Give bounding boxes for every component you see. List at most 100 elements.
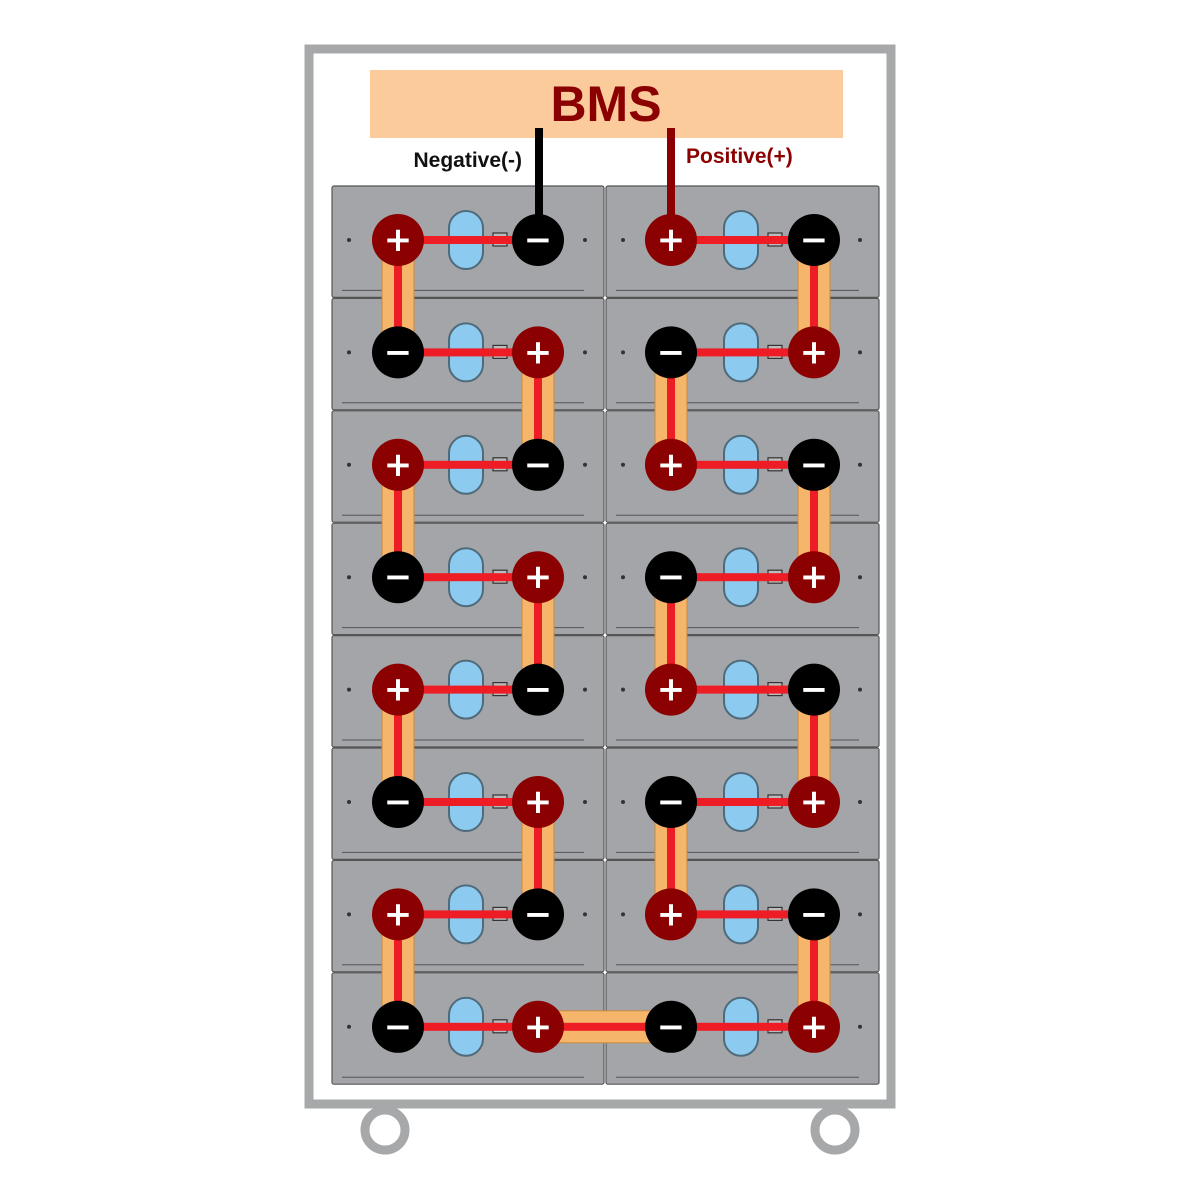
plus-icon: + [800, 1007, 829, 1047]
bms-box [370, 70, 843, 138]
terminal-post [645, 1000, 697, 1053]
minus-icon: − [800, 670, 829, 710]
cell-dot [621, 800, 625, 804]
busbar-wire [810, 914, 818, 1027]
cell-wire [671, 460, 814, 469]
terminal-post [788, 326, 840, 379]
cell-wire [671, 348, 814, 357]
minus-icon: − [657, 782, 686, 822]
busbar-wire [534, 352, 542, 465]
cell-wire [398, 798, 538, 806]
positive-terminal: + [645, 214, 697, 266]
minus-icon: − [384, 782, 413, 822]
cell-dot [347, 462, 351, 467]
positive-label: Positive(+) [686, 145, 793, 168]
cell-dot [621, 912, 625, 917]
plus-icon: + [524, 1007, 553, 1047]
terminal-post [788, 214, 840, 266]
negative-terminal: − [512, 438, 564, 491]
positive-terminal: + [645, 888, 697, 941]
negative-terminal: − [512, 214, 564, 266]
positive-terminal: + [512, 1000, 564, 1053]
cell-dot [583, 800, 587, 804]
plus-icon: + [657, 670, 686, 710]
negative-terminal: − [788, 663, 840, 716]
terminal-post [645, 888, 697, 941]
wheels [360, 1105, 860, 1155]
cell-wire [671, 685, 814, 694]
positive-terminal: + [645, 438, 697, 491]
terminal-post [512, 326, 564, 379]
busbar-wire [667, 802, 675, 915]
cell-dot [347, 238, 351, 242]
minus-icon: − [800, 445, 829, 485]
cell-wire [671, 573, 814, 582]
cell-wire [398, 1022, 538, 1031]
cell-dot [858, 238, 862, 242]
cell-wire [398, 685, 538, 694]
busbar-wire [534, 577, 542, 690]
plus-icon: + [800, 557, 829, 597]
terminal-post [645, 663, 697, 716]
terminal-post [788, 438, 840, 491]
cell-dot [858, 462, 862, 467]
positive-terminal: + [788, 1000, 840, 1053]
plus-icon: + [384, 894, 413, 934]
negative-terminal: − [645, 326, 697, 379]
cell-dot [858, 912, 862, 917]
cell-dot [347, 350, 351, 355]
cell-dot [583, 238, 587, 242]
terminal-post [645, 326, 697, 379]
cell-wire [671, 1022, 814, 1031]
busbar-wire [667, 577, 675, 690]
terminal-post [788, 776, 840, 828]
busbar-wire [394, 464, 402, 578]
cell-dot [347, 1024, 351, 1029]
cell-wire [398, 460, 538, 469]
busbar-wire [810, 240, 818, 353]
cell-dot [621, 687, 625, 692]
positive-terminal: + [645, 663, 697, 716]
cell-dot [621, 575, 625, 580]
terminal-post [788, 551, 840, 604]
plus-icon: + [657, 445, 686, 485]
positive-terminal: + [788, 776, 840, 828]
terminal-post [788, 663, 840, 716]
wheel-right [810, 1105, 860, 1155]
cell-dot [583, 575, 587, 580]
cell-wire [671, 910, 814, 919]
busbar-wire [394, 914, 402, 1027]
cell-wire [671, 798, 814, 806]
plus-icon: + [524, 782, 553, 822]
cell-dot [583, 462, 587, 467]
positive-terminal: + [372, 214, 424, 266]
cell-dot [621, 462, 625, 467]
terminal-post [788, 1000, 840, 1053]
negative-terminal: − [512, 888, 564, 941]
terminal-post [372, 551, 424, 604]
terminals: +−+−−+−++−+−−+−++−+−−+−++−+−−+−+ [372, 214, 840, 1053]
cell-wire [398, 348, 538, 357]
cell-dot [347, 912, 351, 917]
cell-dot [347, 575, 351, 580]
plus-icon: + [384, 670, 413, 710]
terminal-post [372, 438, 424, 491]
terminal-post [372, 326, 424, 379]
cell-dot [621, 350, 625, 355]
terminal-post [372, 663, 424, 716]
plus-icon: + [657, 220, 686, 260]
cell-dot [858, 350, 862, 355]
cell-dot [621, 238, 625, 242]
wheel-left [360, 1105, 410, 1155]
terminal-post [512, 438, 564, 491]
terminal-post [372, 776, 424, 828]
minus-icon: − [524, 670, 553, 710]
positive-terminal: + [372, 438, 424, 491]
positive-terminal: + [788, 326, 840, 379]
negative-terminal: − [645, 1000, 697, 1053]
terminal-post [645, 214, 697, 266]
cell-wire [398, 573, 538, 582]
plus-icon: + [384, 445, 413, 485]
terminal-post [372, 888, 424, 941]
